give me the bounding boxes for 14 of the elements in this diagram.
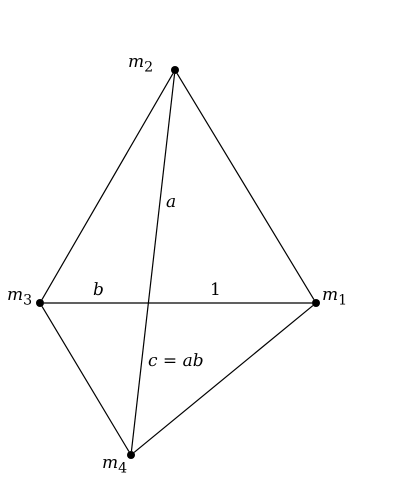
line-segment xyxy=(134,305,314,453)
point-label: m$_{4}$ xyxy=(102,455,128,476)
point-label: m$_{1}$ xyxy=(322,287,348,308)
segment-label: c = ab xyxy=(148,353,204,370)
segment-label: b xyxy=(93,282,104,299)
line-segment xyxy=(130,74,176,452)
point-label: m$_{3}$ xyxy=(7,287,32,308)
segment-label: a xyxy=(166,194,176,211)
line-segment xyxy=(176,73,314,300)
line-segment xyxy=(41,73,174,300)
line-segment xyxy=(44,302,312,304)
line-segment xyxy=(42,306,130,452)
segment-label: 1 xyxy=(210,282,221,299)
point-label: m$_{2}$ xyxy=(128,54,154,75)
